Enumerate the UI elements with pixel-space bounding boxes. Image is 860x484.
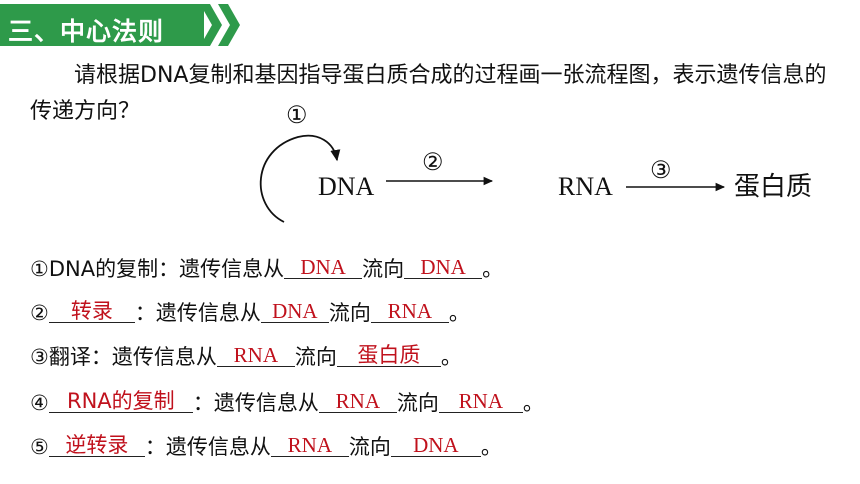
line-text: ：遗传信息从 (158, 257, 285, 281)
line-marker: ④ (30, 391, 49, 415)
question-prompt: 请根据DNA复制和基因指导蛋白质合成的过程画一张流程图，表示遗传信息的传递方向？ (30, 63, 827, 124)
line-text: ：遗传信息从 (192, 391, 319, 415)
replication-loop-arrow (259, 134, 341, 223)
section-title-bar: 三、中心法则 (0, 4, 204, 46)
answer-blank-from: RNA (216, 344, 295, 367)
line-text: ：遗传信息从 (144, 435, 271, 459)
line-text: 流向 (294, 345, 337, 369)
line-name: DNA的复制 (48, 257, 159, 281)
answer-blank-to: DNA (404, 256, 483, 279)
answer-blank-to: RNA (438, 390, 523, 413)
line-text: 流向 (328, 301, 371, 325)
line-marker: ② (30, 301, 49, 325)
dna-node: DNA (318, 172, 375, 201)
rna-node: RNA (558, 172, 613, 201)
line-end: 。 (448, 301, 470, 325)
answer-blank-from: RNA (270, 434, 349, 457)
line-marker: ⑤ (30, 435, 49, 459)
line-text: 流向 (348, 435, 391, 459)
line-text: ：遗传信息从 (90, 345, 217, 369)
double-chevron-icon (200, 4, 240, 46)
answer-blank-from: RNA (318, 390, 397, 413)
line-text: 流向 (362, 257, 405, 281)
marker-3: ③ (650, 158, 672, 184)
answer-blank-name: 逆转录 (48, 434, 145, 457)
section-header: 三、中心法则 (0, 0, 860, 52)
line-end: 。 (522, 391, 544, 415)
line-marker: ① (30, 257, 49, 281)
line-name: 翻译 (48, 345, 91, 369)
answer-blank-name: 转录 (48, 300, 135, 323)
answer-blank-to: DNA (390, 434, 481, 457)
marker-2: ② (422, 150, 444, 176)
line-end: 。 (482, 257, 504, 281)
answer-blank-to: 蛋白质 (336, 344, 441, 367)
answer-blank-name: RNA的复制 (48, 390, 193, 413)
answer-blank-to: RNA (370, 300, 449, 323)
answer-blank-from: DNA (284, 256, 363, 279)
protein-node: 蛋白质 (734, 172, 812, 202)
line-end: 。 (480, 435, 502, 459)
answer-blank-from: DNA (260, 300, 329, 323)
line-text: 流向 (396, 391, 439, 415)
line-text: ：遗传信息从 (134, 301, 261, 325)
section-title: 三、中心法则 (8, 17, 165, 46)
line-end: 。 (440, 345, 462, 369)
line-marker: ③ (30, 345, 49, 369)
